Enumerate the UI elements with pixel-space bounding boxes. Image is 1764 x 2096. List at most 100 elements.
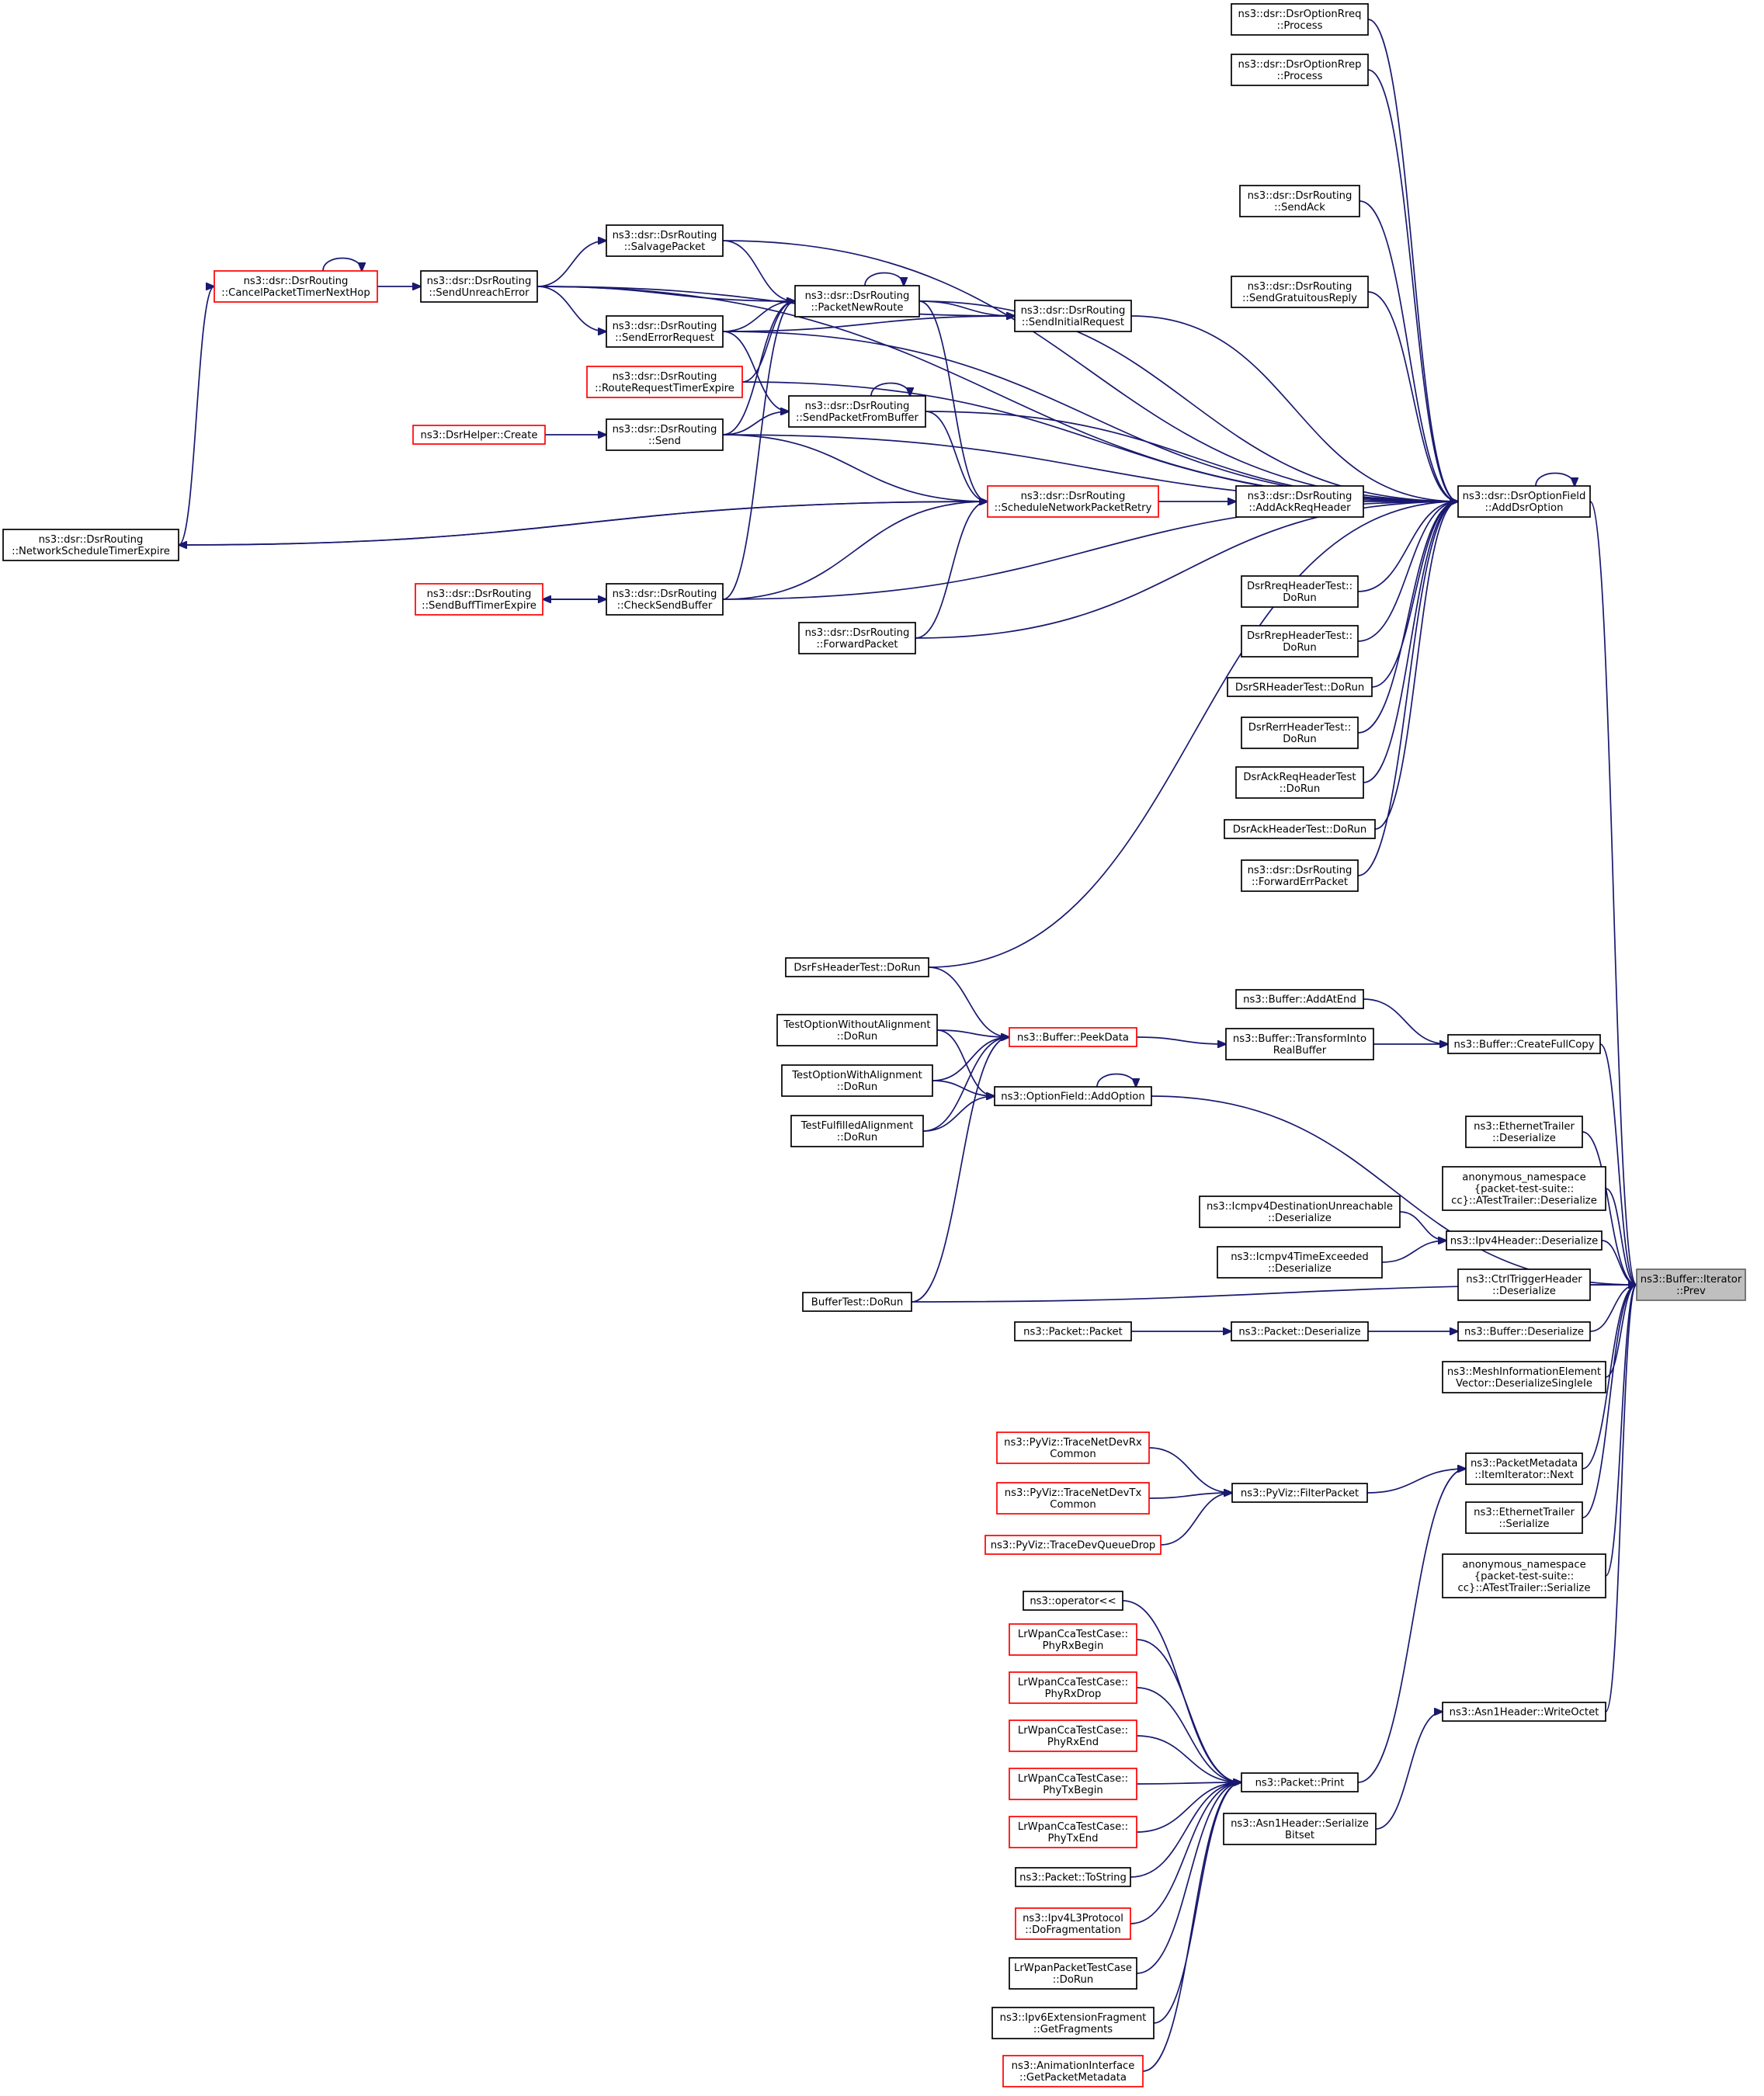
- node-label: ns3::Asn1Header::WriteOctet: [1450, 1707, 1599, 1719]
- node-packetPrint[interactable]: ns3::Packet::Print: [1241, 1772, 1359, 1792]
- node-send[interactable]: ns3::dsr::DsrRouting::Send: [606, 418, 724, 451]
- node-filterPacket[interactable]: ns3::PyViz::FilterPacket: [1231, 1483, 1368, 1503]
- node-ackReqHeaderTest[interactable]: DsrAckReqHeaderTest::DoRun: [1235, 766, 1364, 799]
- node-phyTxEnd[interactable]: LrWpanCcaTestCase::PhyTxEnd: [1009, 1816, 1137, 1848]
- node-label: ns3::dsr::DsrRouting: [613, 424, 717, 436]
- node-asn1WriteOctet[interactable]: ns3::Asn1Header::WriteOctet: [1442, 1702, 1606, 1722]
- node-testOptionWithoutAlignment[interactable]: TestOptionWithoutAlignment::DoRun: [776, 1014, 938, 1046]
- node-sendInitialRequest[interactable]: ns3::dsr::DsrRouting::SendInitialRequest: [1014, 300, 1132, 332]
- node-label: ns3::Buffer::TransformInto: [1233, 1033, 1366, 1045]
- node-getPacketMetadata[interactable]: ns3::AnimationInterface::GetPacketMetada…: [1002, 2055, 1144, 2087]
- node-label: ns3::DsrHelper::Create: [420, 430, 537, 442]
- node-phyRxBegin[interactable]: LrWpanCcaTestCase::PhyRxBegin: [1009, 1623, 1137, 1656]
- node-box: [1009, 1816, 1137, 1848]
- node-label: ::SendPacketFromBuffer: [796, 412, 919, 424]
- edge-line: [722, 240, 795, 301]
- node-createFullCopy[interactable]: ns3::Buffer::CreateFullCopy: [1447, 1034, 1601, 1054]
- node-label: ::AddDsrOption: [1485, 502, 1564, 514]
- node-label: ns3::PacketMetadata: [1471, 1458, 1578, 1470]
- node-label: ::SendErrorRequest: [615, 332, 714, 344]
- node-ethernetTrailerDeserialize[interactable]: ns3::EthernetTrailer::Deserialize: [1465, 1116, 1583, 1148]
- node-ipv4HeaderDeserialize[interactable]: ns3::Ipv4Header::Deserialize: [1446, 1230, 1603, 1251]
- node-salvagePacket[interactable]: ns3::dsr::DsrRouting::SalvagePacket: [606, 224, 724, 257]
- node-doFragmentation[interactable]: ns3::Ipv4L3Protocol::DoFragmentation: [1015, 1907, 1131, 1940]
- edge-line: [1399, 1211, 1446, 1241]
- node-label: ns3::PyViz::TraceNetDevTx: [1005, 1487, 1142, 1499]
- node-sendGratuitousReply[interactable]: ns3::dsr::DsrRouting::SendGratuitousRepl…: [1231, 276, 1369, 308]
- node-prev[interactable]: ns3::Buffer::Iterator::Prev: [1636, 1268, 1746, 1301]
- node-networkScheduleTimerExpire[interactable]: ns3::dsr::DsrRouting::NetworkScheduleTim…: [2, 529, 179, 561]
- edge-cancelPacketTimerNextHop-to-cancelPacketTimerNextHop: [322, 257, 362, 272]
- node-traceDevQueueDrop[interactable]: ns3::PyViz::TraceDevQueueDrop: [984, 1535, 1162, 1555]
- node-testOptionWithAlignment[interactable]: TestOptionWithAlignment::DoRun: [781, 1064, 933, 1097]
- node-dsrFsHeaderTest[interactable]: DsrFsHeaderTest::DoRun: [785, 957, 929, 977]
- node-routeRequestTimerExpire[interactable]: ns3::dsr::DsrRouting::RouteRequestTimerE…: [586, 366, 743, 398]
- node-lrWpanPacketTestCase[interactable]: LrWpanPacketTestCase::DoRun: [1009, 1957, 1137, 1990]
- node-sendUnreachError[interactable]: ns3::dsr::DsrRouting::SendUnreachError: [420, 270, 538, 303]
- node-bufferDeserialize[interactable]: ns3::Buffer::Deserialize: [1457, 1321, 1591, 1341]
- node-rrepHeaderTest[interactable]: DsrRrepHeaderTest::DoRun: [1241, 625, 1359, 658]
- node-rreqProcess[interactable]: ns3::dsr::DsrOptionRreq::Process: [1231, 3, 1369, 36]
- node-bufferTest[interactable]: BufferTest::DoRun: [802, 1292, 912, 1312]
- node-packetDeserialize[interactable]: ns3::Packet::Deserialize: [1231, 1321, 1369, 1341]
- edge-dsrFsHeaderTest-to-peekData: [928, 966, 1009, 1037]
- node-icmpv4TimeExceeded[interactable]: ns3::Icmpv4TimeExceeded::Deserialize: [1217, 1246, 1383, 1279]
- edge-line: [722, 501, 988, 600]
- node-ackHeaderTest[interactable]: DsrAckHeaderTest::DoRun: [1224, 819, 1376, 839]
- node-srHeaderTest[interactable]: DsrSRHeaderTest::DoRun: [1227, 677, 1373, 697]
- node-optionFieldAddOption[interactable]: ns3::OptionField::AddOption: [994, 1086, 1152, 1106]
- node-aTestTrailerDeserialize[interactable]: anonymous_namespace{packet-test-suite::c…: [1442, 1166, 1606, 1211]
- node-cancelPacketTimerNextHop[interactable]: ns3::dsr::DsrRouting::CancelPacketTimerN…: [214, 270, 378, 303]
- edge-rrepHeaderTest-to-addDsrOption: [1357, 501, 1458, 642]
- node-phyTxBegin[interactable]: LrWpanCcaTestCase::PhyTxBegin: [1009, 1768, 1137, 1800]
- node-testFulfilledAlignment[interactable]: TestFulfilledAlignment::DoRun: [790, 1115, 924, 1147]
- node-checkSendBuffer[interactable]: ns3::dsr::DsrRouting::CheckSendBuffer: [606, 583, 724, 616]
- node-sendAck[interactable]: ns3::dsr::DsrRouting::SendAck: [1239, 185, 1360, 217]
- edge-ethernetTrailerDeserialize-to-prev: [1582, 1131, 1637, 1285]
- node-scheduleNetworkPacketRetry[interactable]: ns3::dsr::DsrRouting::ScheduleNetworkPac…: [987, 485, 1159, 518]
- node-phyRxDrop[interactable]: LrWpanCcaTestCase::PhyRxDrop: [1009, 1671, 1137, 1704]
- node-bufferAddAtEnd[interactable]: ns3::Buffer::AddAtEnd: [1235, 989, 1364, 1009]
- node-getFragments[interactable]: ns3::Ipv6ExtensionFragment::GetFragments: [991, 2007, 1155, 2039]
- node-sendBuffTimerExpire[interactable]: ns3::dsr::DsrRouting::SendBuffTimerExpir…: [415, 583, 543, 616]
- node-meshInfoElement[interactable]: ns3::MeshInformationElementVector::Deser…: [1442, 1361, 1606, 1393]
- node-ethernetTrailerSerialize[interactable]: ns3::EthernetTrailer::Serialize: [1465, 1501, 1583, 1534]
- node-phyRxEnd[interactable]: LrWpanCcaTestCase::PhyRxEnd: [1009, 1719, 1137, 1752]
- node-sendPacketFromBuffer[interactable]: ns3::dsr::DsrRouting::SendPacketFromBuff…: [788, 395, 926, 428]
- edge-line: [722, 316, 1015, 332]
- node-peekData[interactable]: ns3::Buffer::PeekData: [1009, 1027, 1137, 1047]
- edge-aTestTrailerSerialize-to-prev: [1605, 1285, 1637, 1577]
- node-box: [1442, 1702, 1606, 1722]
- node-box: [802, 1292, 912, 1312]
- node-label: ns3::Ipv4L3Protocol: [1023, 1913, 1123, 1924]
- node-label: DoRun: [1283, 642, 1317, 654]
- node-sendErrorRequest[interactable]: ns3::dsr::DsrRouting::SendErrorRequest: [606, 315, 724, 348]
- nodes: ns3::Buffer::Iterator::Prev ns3::dsr::Dsr…: [2, 3, 1746, 2087]
- edge-line: [1374, 501, 1458, 830]
- node-box: [1241, 717, 1359, 749]
- node-label: ns3::PyViz::FilterPacket: [1241, 1488, 1359, 1500]
- node-ctrlTriggerHeader[interactable]: ns3::CtrlTriggerHeader::Deserialize: [1457, 1268, 1591, 1301]
- node-rerrHeaderTest[interactable]: DsrRerrHeaderTest::DoRun: [1241, 717, 1359, 749]
- node-dsrHelperCreate[interactable]: ns3::DsrHelper::Create: [412, 425, 546, 445]
- node-rreqHeaderTest[interactable]: DsrRreqHeaderTest::DoRun: [1241, 575, 1359, 608]
- node-icmpv4DestUnreachable[interactable]: ns3::Icmpv4DestinationUnreachable::Deser…: [1199, 1195, 1401, 1228]
- edge-line: [932, 1037, 1009, 1081]
- node-rrepProcess[interactable]: ns3::dsr::DsrOptionRrep::Process: [1231, 54, 1369, 86]
- node-packetNewRoute[interactable]: ns3::dsr::DsrRouting::PacketNewRoute: [794, 285, 920, 318]
- node-forwardErrPacket[interactable]: ns3::dsr::DsrRouting::ForwardErrPacket: [1241, 859, 1359, 892]
- node-packetToString[interactable]: ns3::Packet::ToString: [1015, 1867, 1131, 1887]
- node-addAckReqHeader[interactable]: ns3::dsr::DsrRouting::AddAckReqHeader: [1235, 485, 1364, 518]
- edge-line: [1136, 1687, 1241, 1782]
- node-addDsrOption[interactable]: ns3::dsr::DsrOptionField::AddDsrOption: [1457, 485, 1591, 518]
- node-aTestTrailerSerialize[interactable]: anonymous_namespace{packet-test-suite::c…: [1442, 1553, 1606, 1598]
- node-packetPacket[interactable]: ns3::Packet::Packet: [1014, 1321, 1132, 1341]
- node-packetMetadataNext[interactable]: ns3::PacketMetadata::ItemIterator::Next: [1465, 1452, 1583, 1485]
- node-operatorShift[interactable]: ns3::operator<<: [1023, 1591, 1123, 1611]
- node-label: ::CheckSendBuffer: [617, 600, 713, 612]
- node-forwardPacket[interactable]: ns3::dsr::DsrRouting::ForwardPacket: [798, 622, 916, 654]
